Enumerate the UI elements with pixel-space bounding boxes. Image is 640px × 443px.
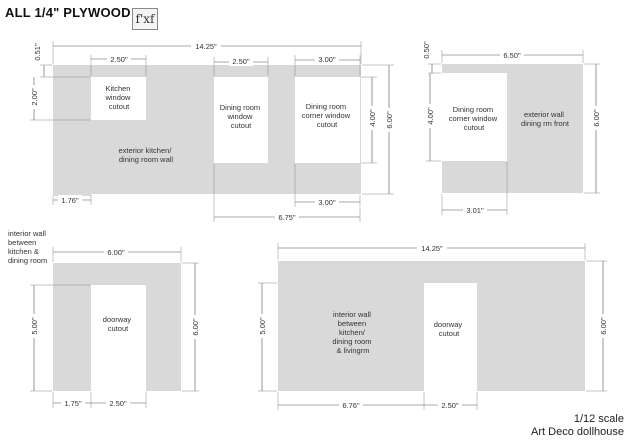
corner-window-cutout (295, 77, 360, 163)
dim-kitchen-window-width: 2.50" (110, 55, 128, 64)
dim-top-offset: 0.51" (33, 43, 42, 61)
corner-window-label: Dining room corner window cutout (302, 102, 352, 129)
panel-interior-small: interior wall between kitchen & dining r… (8, 229, 201, 408)
dim-small-left-offset: 1.75" (64, 399, 82, 408)
dim-large-door-width: 2.50" (441, 401, 459, 410)
scale-note: 1/12 scale Art Deco dollhouse (531, 413, 624, 439)
dim-overall-width: 14.25" (195, 42, 217, 51)
dim-large-overall-width: 14.25" (421, 244, 443, 253)
dim-small-door-height: 5.00" (30, 317, 39, 335)
logo: f'xf (132, 8, 158, 30)
dim-large-overall-height: 6.00" (599, 317, 608, 335)
project-name: Art Deco dollhouse (531, 426, 624, 438)
dining-front-label: exterior wall dining rm front (521, 110, 570, 128)
dim-dining-window-height: 4.00" (368, 109, 377, 127)
dim-dining-window-width: 2.50" (232, 57, 250, 66)
dining-window-label: Dining room window cutout (220, 103, 263, 130)
page-title: ALL 1/4" PLYWOOD (5, 5, 131, 20)
dim-corner-window-width: 3.00" (318, 55, 336, 64)
dim-small-overall-width: 6.00" (107, 248, 125, 257)
dim-front-overall-height: 6.00" (592, 109, 601, 127)
panel-kitchen-wall: Kitchen window cutout Dining room window… (28, 41, 395, 222)
dining-front-window-label: Dining room corner window cutout (449, 105, 499, 132)
dim-large-door-height: 5.00" (258, 317, 267, 335)
dim-left-offset: 1.76" (61, 196, 79, 205)
dim-corner-bottom-width: 3.00" (318, 198, 336, 207)
dim-front-overall-width: 6.50" (503, 51, 521, 60)
dining-front-window-cutout (442, 73, 507, 161)
interior-small-doorway-label: doorway cutout (103, 315, 133, 333)
dim-front-top-offset: 0.50" (422, 41, 431, 59)
dim-front-window-height: 4.00" (426, 107, 435, 125)
dim-front-window-width: 3.01" (466, 206, 484, 215)
kitchen-window-label: Kitchen window cutout (104, 84, 132, 111)
dim-offset-6-75: 6.75" (278, 213, 296, 222)
panel-interior-large: interior wall between kitchen/ dining ro… (256, 243, 609, 410)
dim-kitchen-window-height: 2.00" (30, 88, 39, 106)
dim-large-left-offset: 6.76" (342, 401, 360, 410)
dim-small-overall-height: 6.00" (191, 318, 200, 336)
kitchen-wall-label: exterior kitchen/ dining room wall (118, 146, 173, 164)
panel-dining-front: Dining room corner window cutout exterio… (422, 41, 602, 215)
scale-line: 1/12 scale (573, 413, 624, 425)
interior-small-side-label: interior wall between kitchen & dining r… (8, 229, 48, 265)
dining-front-shape (442, 64, 583, 193)
interior-large-doorway-label: doorway cutout (434, 320, 464, 338)
kitchen-window-cutout (91, 77, 146, 120)
interior-small-shape (53, 263, 181, 391)
dim-overall-height: 6.00" (385, 111, 394, 129)
dim-small-door-width: 2.50" (109, 399, 127, 408)
interior-large-label: interior wall between kitchen/ dining ro… (332, 310, 373, 355)
interior-large-shape (278, 261, 585, 391)
dining-window-cutout (214, 77, 268, 163)
